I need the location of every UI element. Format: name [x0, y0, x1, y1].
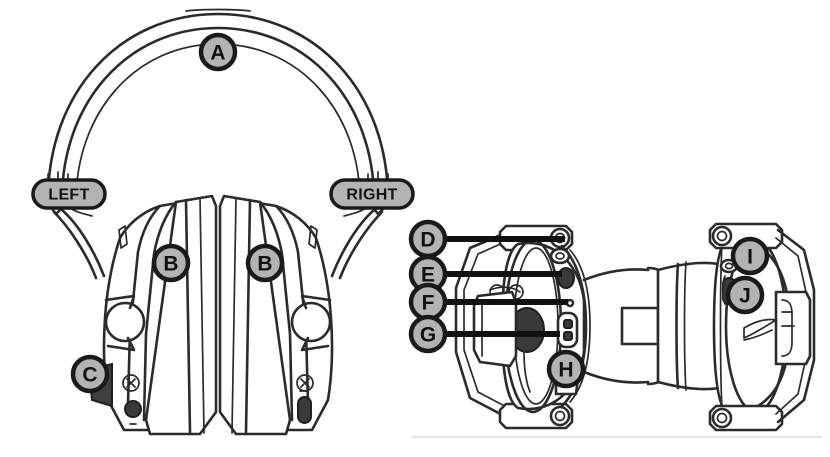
callout-b-left-label: B — [163, 253, 178, 276]
side-label-left-text: LEFT — [48, 187, 89, 204]
side-label-right-text: RIGHT — [346, 187, 397, 204]
callout-b-right: B — [245, 243, 285, 283]
callout-b-left: B — [151, 243, 191, 283]
callout-g: G — [408, 314, 448, 354]
callout-i-label: I — [747, 246, 753, 269]
right-earcup — [218, 194, 334, 436]
callout-f: F — [408, 282, 448, 322]
front-view-labels: LEFT RIGHT A B B — [31, 32, 415, 394]
callout-c-label: C — [82, 364, 97, 387]
callout-f-label: F — [422, 292, 435, 315]
callout-i: I — [730, 236, 770, 276]
callout-a-label: A — [210, 42, 225, 65]
callout-d: D — [408, 219, 448, 259]
callout-g-label: G — [420, 324, 436, 347]
callout-e-label: E — [421, 264, 435, 287]
callout-h: H — [546, 349, 586, 389]
top-port — [549, 247, 571, 265]
slider-switch — [556, 311, 579, 349]
callout-c: C — [70, 354, 110, 394]
side-left-cup — [454, 224, 591, 430]
side-view-labels: D E F G H — [408, 219, 770, 389]
callout-j-label: J — [739, 285, 751, 308]
callout-j: J — [725, 275, 765, 315]
callout-b-right-label: B — [257, 253, 272, 276]
left-earcup — [87, 194, 218, 436]
callout-d-label: D — [420, 229, 435, 252]
side-label-left: LEFT — [31, 178, 107, 210]
side-label-right: RIGHT — [329, 178, 415, 210]
callout-h-label: H — [558, 359, 573, 382]
callout-a: A — [198, 32, 238, 72]
